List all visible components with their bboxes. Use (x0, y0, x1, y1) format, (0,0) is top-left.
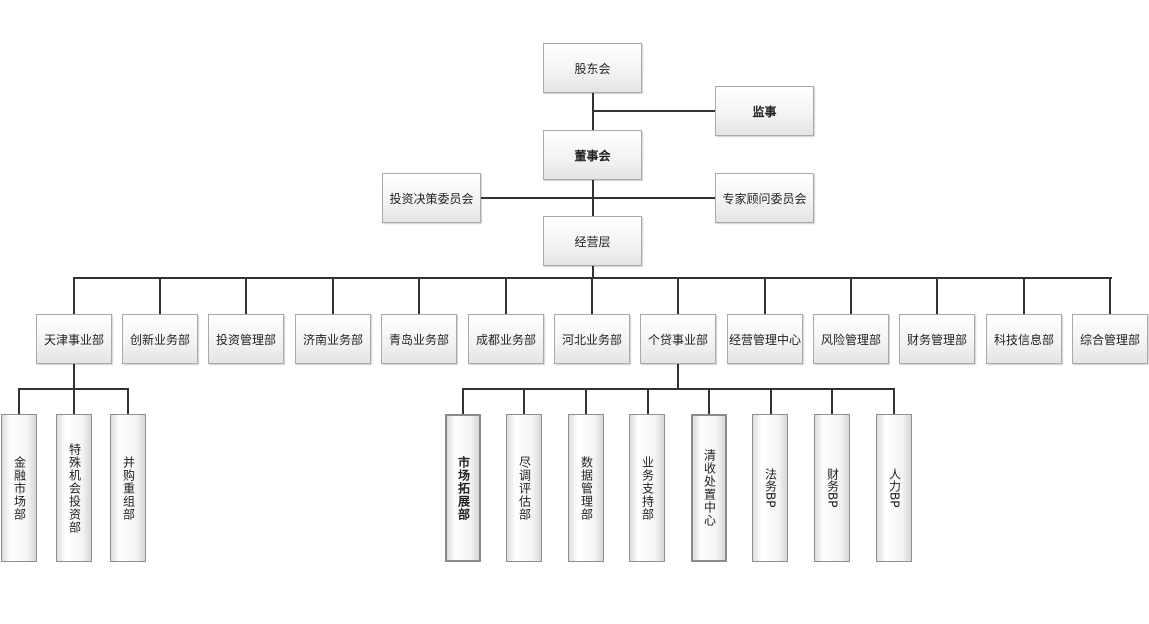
department-label: 成都业务部 (475, 332, 536, 347)
connector-line (592, 265, 594, 278)
connector-line (462, 388, 895, 390)
connector-line (1109, 277, 1111, 314)
connector-line (73, 388, 75, 414)
sub-unit-box: 人力BP (876, 414, 912, 562)
connector-line (18, 388, 20, 414)
connector-line (677, 277, 679, 314)
connector-line (764, 277, 766, 314)
connector-line (708, 388, 710, 414)
node-label: 经营层 (574, 234, 611, 249)
connector-line (332, 277, 334, 314)
connector-line (1023, 277, 1025, 314)
node-expert-committee: 专家顾问委员会 (715, 173, 814, 223)
node-management: 经营层 (543, 216, 642, 266)
sub-unit-label: 财务BP (825, 468, 840, 508)
department-label: 个贷事业部 (647, 332, 708, 347)
connector-line (245, 277, 247, 314)
node-board: 董事会 (543, 130, 642, 180)
department-label: 经营管理中心 (728, 332, 801, 347)
sub-unit-box: 尽调评估部 (506, 414, 542, 562)
connector-line (418, 277, 420, 314)
connector-line (585, 388, 587, 414)
sub-unit-box: 金融市场部 (1, 414, 37, 562)
department-box: 河北业务部 (554, 314, 630, 364)
sub-unit-box: 特殊机会投资部 (56, 414, 92, 562)
department-box: 济南业务部 (295, 314, 371, 364)
connector-line (480, 197, 716, 199)
sub-unit-label: 清收处置中心 (702, 449, 717, 527)
department-label: 综合管理部 (1079, 332, 1140, 347)
node-label: 董事会 (574, 148, 611, 163)
connector-line (677, 363, 679, 389)
department-label: 青岛业务部 (388, 332, 449, 347)
sub-unit-box: 法务BP (752, 414, 788, 562)
department-box: 科技信息部 (986, 314, 1062, 364)
department-box: 个贷事业部 (640, 314, 716, 364)
connector-line (893, 388, 895, 414)
department-box: 财务管理部 (899, 314, 975, 364)
node-investment-committee: 投资决策委员会 (382, 173, 481, 223)
connector-line (462, 388, 464, 414)
sub-unit-label: 数据管理部 (579, 455, 594, 521)
sub-unit-box: 并购重组部 (110, 414, 146, 562)
department-box: 创新业务部 (122, 314, 198, 364)
sub-unit-box: 清收处置中心 (691, 414, 727, 562)
sub-unit-box: 业务支持部 (629, 414, 665, 562)
connector-line (592, 110, 716, 112)
department-box: 成都业务部 (468, 314, 544, 364)
sub-unit-label: 业务支持部 (640, 455, 655, 521)
department-box: 投资管理部 (208, 314, 284, 364)
sub-unit-box: 财务BP (814, 414, 850, 562)
department-box: 综合管理部 (1072, 314, 1148, 364)
sub-unit-label: 市场拓展部 (456, 455, 471, 521)
connector-line (831, 388, 833, 414)
connector-line (73, 363, 75, 389)
node-label: 监事 (752, 104, 777, 119)
connector-line (523, 388, 525, 414)
node-shareholders: 股东会 (543, 43, 642, 93)
sub-unit-label: 尽调评估部 (517, 455, 532, 521)
sub-unit-label: 并购重组部 (121, 455, 136, 521)
connector-line (936, 277, 938, 314)
sub-unit-label: 法务BP (763, 468, 778, 508)
sub-unit-label: 特殊机会投资部 (67, 442, 82, 534)
connector-line (647, 388, 649, 414)
connector-line (850, 277, 852, 314)
department-label: 投资管理部 (215, 332, 276, 347)
department-label: 河北业务部 (561, 332, 622, 347)
sub-unit-box: 市场拓展部 (445, 414, 481, 562)
sub-unit-label: 人力BP (887, 468, 902, 508)
department-label: 科技信息部 (993, 332, 1054, 347)
sub-unit-label: 金融市场部 (12, 455, 27, 521)
connector-line (127, 388, 129, 414)
department-box: 经营管理中心 (727, 314, 803, 364)
department-label: 济南业务部 (302, 332, 363, 347)
sub-unit-box: 数据管理部 (568, 414, 604, 562)
connector-line (770, 388, 772, 414)
connector-line (73, 277, 75, 314)
department-box: 青岛业务部 (381, 314, 457, 364)
department-label: 财务管理部 (906, 332, 967, 347)
node-label: 股东会 (574, 61, 611, 76)
node-label: 专家顾问委员会 (722, 191, 807, 206)
connector-line (159, 277, 161, 314)
department-box: 风险管理部 (813, 314, 889, 364)
department-label: 风险管理部 (820, 332, 881, 347)
node-supervisor: 监事 (715, 86, 814, 136)
connector-line (505, 277, 507, 314)
department-label: 创新业务部 (129, 332, 190, 347)
department-box: 天津事业部 (36, 314, 112, 364)
node-label: 投资决策委员会 (389, 191, 474, 206)
connector-line (591, 277, 593, 314)
department-label: 天津事业部 (43, 332, 104, 347)
